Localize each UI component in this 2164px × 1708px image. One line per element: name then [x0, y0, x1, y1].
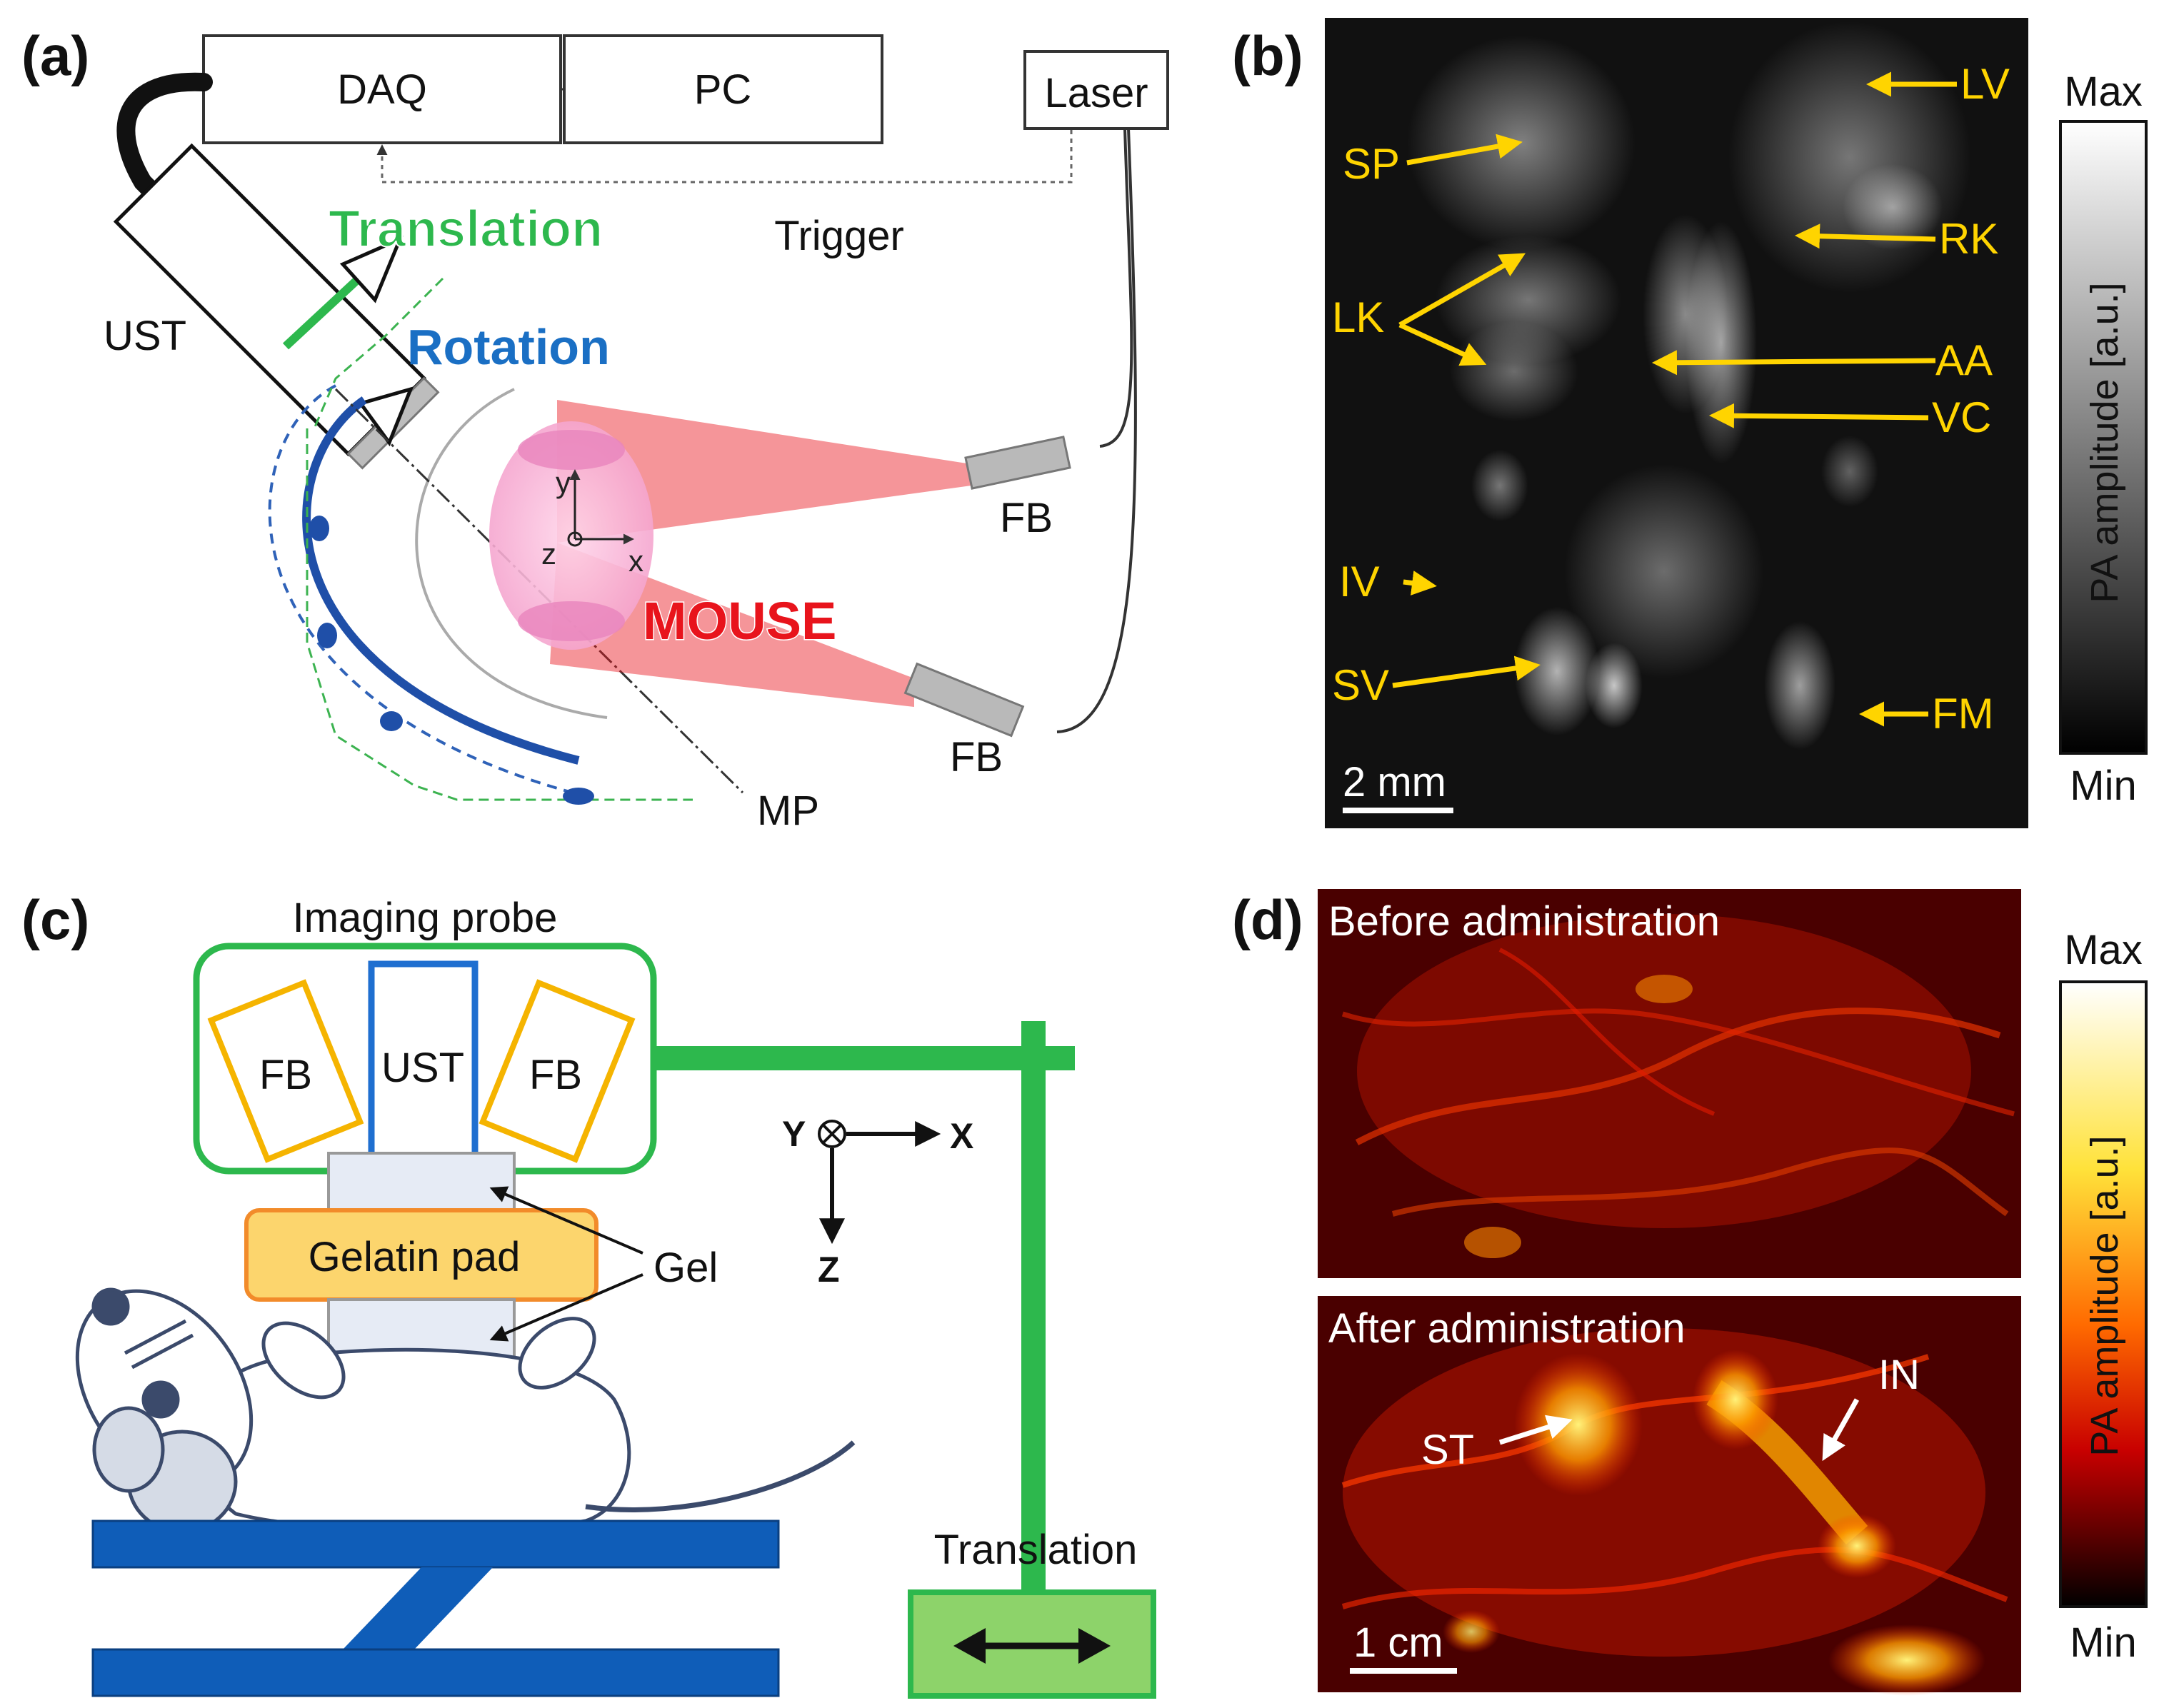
stage-joint-2	[317, 623, 337, 648]
stage-frame-green	[306, 428, 693, 801]
gelatin-pad-label: Gelatin pad	[309, 1234, 521, 1280]
trigger-line	[376, 130, 1073, 184]
gray-arc	[415, 388, 608, 719]
axis-c-z-label: Z	[818, 1250, 840, 1290]
daq-box	[202, 34, 562, 144]
st-label: ST	[1421, 1427, 1474, 1473]
pa-image-structures	[1407, 21, 1971, 750]
axis-c-y-label: Y	[782, 1114, 806, 1154]
annotation-sv: SV	[1332, 661, 1389, 709]
annotation-iv: IV	[1339, 558, 1380, 606]
coordinate-axes-c	[818, 1120, 941, 1245]
panel-a: (a) DAQ PC Laser Trigger UST Translation…	[21, 24, 1169, 834]
ust-label: UST	[104, 313, 186, 359]
trigger-label: Trigger	[774, 213, 904, 259]
stage-strut	[343, 1567, 493, 1649]
annotation-rk: RK	[1939, 215, 1998, 263]
daq-label: DAQ	[337, 66, 427, 113]
gel-arrow-lower	[489, 1273, 643, 1342]
fiber-cable-bottom	[1056, 128, 1137, 733]
colorbar-b-max: Max	[2064, 69, 2143, 115]
scalebar-b-label: 2 mm	[1343, 759, 1446, 805]
after-label: After administration	[1328, 1305, 1685, 1352]
fb-top-label: FB	[1000, 495, 1053, 541]
colorbar-d-title: PA amplitude [a.u.]	[2083, 1135, 2126, 1456]
mouse-label: MOUSE	[643, 591, 836, 650]
annotation-lk: LK	[1332, 293, 1384, 341]
colorbar-b-title: PA amplitude [a.u.]	[2083, 282, 2126, 603]
pc-label: PC	[694, 66, 752, 113]
fb-bottom-label: FB	[950, 734, 1003, 780]
fb-left-box	[207, 979, 364, 1163]
panel-d: (d) Before administration After administ…	[1232, 888, 2148, 1696]
axis-x-label: x	[628, 544, 643, 578]
imaging-probe-label: Imaging probe	[293, 895, 558, 941]
colorbar-d-max: Max	[2064, 927, 2143, 973]
pc-box	[563, 34, 883, 144]
translation-label: Translation	[329, 201, 603, 258]
scalebar-d-label: 1 cm	[1353, 1619, 1443, 1666]
before-label: Before administration	[1328, 898, 1720, 945]
colorbar-d	[2059, 980, 2148, 1608]
panel-b: (b) LV	[1232, 18, 2148, 828]
translation-arrow-head	[339, 236, 404, 303]
ust-box	[368, 960, 479, 1160]
pa-image-after-vessels	[1341, 1328, 2008, 1696]
stage-joint-3	[380, 711, 403, 731]
stage-frame-green-top	[313, 277, 444, 429]
stage-bottom	[91, 1648, 780, 1697]
ust-c-label: UST	[381, 1045, 464, 1091]
axis-y-label: y	[556, 466, 571, 499]
fiber-cable-top	[1099, 128, 1133, 448]
translation-double-arrow	[953, 1628, 1111, 1664]
colorbar-b	[2059, 120, 2148, 755]
annotation-aa: AA	[1935, 336, 1993, 384]
gel-label: Gel	[653, 1245, 718, 1291]
annotation-vc: VC	[1932, 393, 1991, 441]
st-arrow	[1498, 1415, 1573, 1445]
stage-top	[91, 1519, 780, 1569]
probe-arm-horizontal	[653, 1046, 1075, 1070]
axis-c-x-label: X	[950, 1116, 973, 1156]
panel-a-label: (a)	[21, 24, 89, 87]
mouse-cartoon	[75, 1287, 856, 1534]
rotation-arc-blue	[302, 396, 580, 765]
fiber-bundle-bottom	[903, 662, 1025, 738]
stage-joint-1	[309, 516, 329, 541]
panel-c: (c) Imaging probe FB UST FB Gelatin pad …	[21, 888, 1156, 1699]
in-arrow	[1822, 1398, 1860, 1462]
ust-cable	[116, 72, 213, 223]
mouse-body	[489, 421, 653, 650]
annotation-lv: LV	[1960, 60, 2010, 108]
stage-joint-4	[563, 788, 594, 805]
gel-arrow-upper	[489, 1186, 643, 1255]
fiber-bundle-top	[964, 436, 1071, 490]
in-label: IN	[1878, 1352, 1920, 1398]
axis-z-label: z	[541, 537, 556, 571]
annotation-sp: SP	[1343, 140, 1400, 188]
panel-b-label: (b)	[1232, 24, 1303, 87]
fb-left-label: FB	[259, 1052, 312, 1098]
annotation-fm: FM	[1932, 690, 1994, 738]
annotation-arrows-b	[1392, 71, 1957, 727]
translation-c-label: Translation	[934, 1527, 1138, 1573]
panel-d-label: (d)	[1232, 888, 1303, 951]
rotation-arrow-head	[357, 386, 414, 447]
panel-c-label: (c)	[21, 888, 89, 951]
probe-arm-vertical	[1021, 1021, 1046, 1599]
mp-label: MP	[757, 788, 819, 834]
illumination-cone-top	[557, 400, 971, 543]
pa-image-before-vessels	[1341, 914, 2015, 1258]
fb-right-label: FB	[529, 1052, 582, 1098]
gel-upper	[327, 1152, 516, 1212]
coordinate-axes-a	[567, 469, 634, 547]
colorbar-b-min: Min	[2070, 763, 2136, 809]
laser-box	[1023, 50, 1169, 130]
laser-label: Laser	[1044, 70, 1148, 116]
rotation-arc-dashed	[268, 384, 586, 798]
rotation-label: Rotation	[407, 319, 610, 375]
fb-right-box	[479, 979, 636, 1163]
colorbar-d-min: Min	[2070, 1619, 2136, 1666]
